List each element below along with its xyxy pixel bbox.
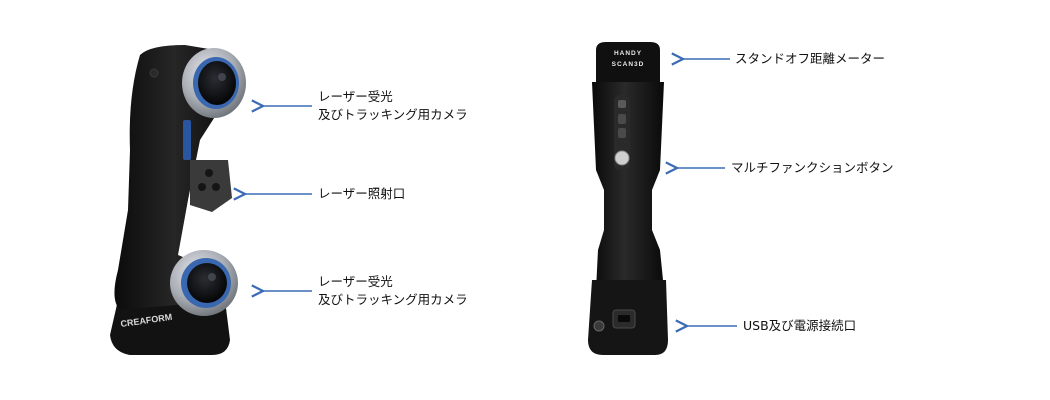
power-jack-icon — [593, 320, 605, 332]
callout-standoff-meter: スタンドオフ距離メーター — [735, 50, 885, 68]
usb-slot — [618, 315, 630, 322]
accent-strip — [183, 120, 191, 160]
scanner-body — [592, 82, 664, 290]
callout-line: 及びトラッキング用カメラ — [318, 292, 468, 307]
logo-line1: HANDY — [614, 50, 642, 57]
callout-multifunction-button: マルチファンクションボタン — [731, 159, 894, 177]
callout-arrows — [245, 59, 737, 326]
callout-line: マルチファンクションボタン — [731, 160, 894, 175]
scanner-head — [596, 42, 660, 82]
multifunction-button-icon — [614, 150, 630, 166]
laser-emitter — [190, 160, 232, 212]
callout-line: 及びトラッキング用カメラ — [318, 107, 468, 122]
indicator-icon — [618, 128, 626, 138]
bottom-camera-icon — [170, 250, 238, 316]
callout-top-camera: レーザー受光 及びトラッキング用カメラ — [318, 88, 468, 124]
callout-line: レーザー照射口 — [318, 186, 406, 201]
power-button-icon — [149, 68, 159, 78]
callout-line: スタンドオフ距離メーター — [735, 51, 886, 66]
callout-bottom-camera: レーザー受光 及びトラッキング用カメラ — [318, 273, 468, 309]
callout-line: USB及び電源接続口 — [743, 318, 857, 333]
callout-usb-power: USB及び電源接続口 — [743, 317, 856, 335]
indicator-icon — [618, 100, 626, 108]
right-scanner: HANDY SCAN3D — [588, 42, 668, 355]
callout-line: レーザー受光 — [318, 89, 393, 104]
callout-line: レーザー受光 — [318, 274, 393, 289]
callout-laser-emitter: レーザー照射口 — [318, 185, 405, 203]
left-scanner: CREAFORM — [110, 45, 246, 355]
logo-line2: SCAN3D — [612, 61, 645, 68]
indicator-icon — [618, 114, 626, 124]
top-camera-icon — [182, 48, 246, 118]
